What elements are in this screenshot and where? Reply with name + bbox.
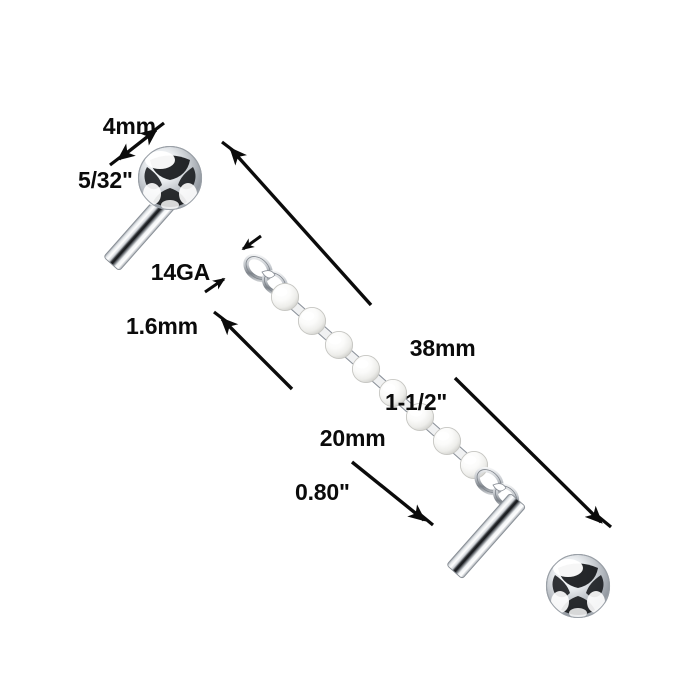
chain-length-label: 20mm 0.80" <box>295 398 386 561</box>
ball-diameter-label: 4mm 5/32" <box>78 86 156 249</box>
bar-gauge-mm: 1.6mm <box>126 313 198 340</box>
product-group <box>104 145 611 619</box>
total-length-dimension <box>221 140 613 529</box>
bar-gauge-dimension <box>204 234 262 294</box>
chain-length-dimension <box>213 310 435 527</box>
total-length-label: 38mm 1-1/2" <box>385 308 476 471</box>
bottom-ball <box>545 553 611 619</box>
top-ball <box>137 145 203 211</box>
ball-diameter-dimension <box>109 121 165 167</box>
bead-chain <box>270 282 489 480</box>
chain-length-imperial: 0.80" <box>295 479 350 506</box>
ball-diameter-metric: 4mm <box>102 113 156 140</box>
chain-beads <box>270 282 489 480</box>
chain-length-metric: 20mm <box>319 425 386 452</box>
ball-diameter-imperial: 5/32" <box>78 167 133 194</box>
bar-gauge-value: 14GA <box>150 259 211 286</box>
top-jump-ring <box>243 253 289 296</box>
bottom-bar <box>447 493 526 579</box>
dimension-lines <box>109 121 613 529</box>
total-length-imperial: 1-1/2" <box>385 389 448 416</box>
bar-gauge-label: 14GA 1.6mm <box>126 232 210 395</box>
total-length-metric: 38mm <box>409 335 476 362</box>
